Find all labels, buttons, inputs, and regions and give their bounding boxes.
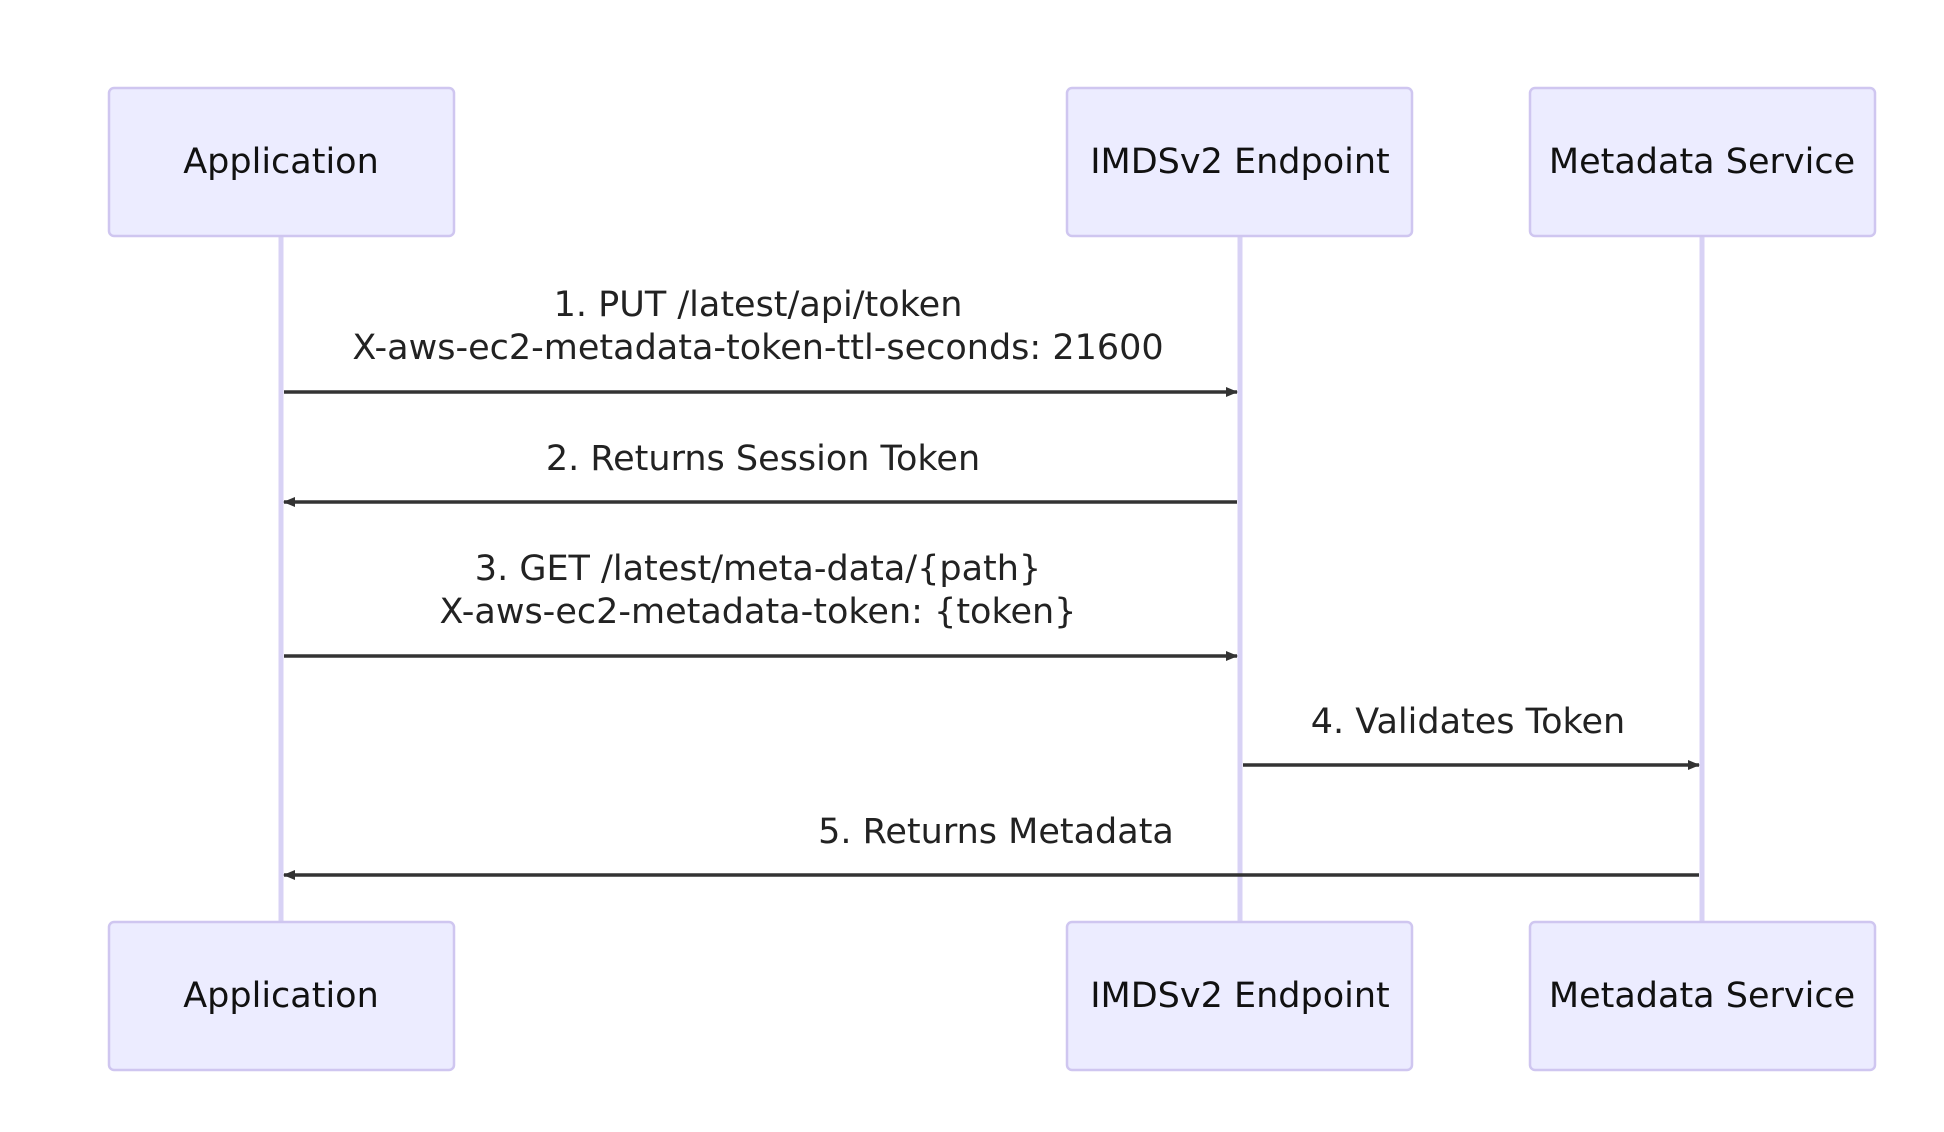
message-label-line: 1. PUT /latest/api/token [554, 285, 963, 325]
actor-application-bottom: Application [107, 920, 456, 1072]
message-label-line: 3. GET /latest/meta-data/{path} [475, 549, 1041, 589]
message-label-line: 4. Validates Token [1311, 702, 1626, 742]
message-label-line: X-aws-ec2-metadata-token-ttl-seconds: 21… [352, 328, 1163, 368]
actor-label: IMDSv2 Endpoint [1090, 976, 1390, 1016]
message-3-get-metadata: 3. GET /latest/meta-data/{path} X-aws-ec… [284, 549, 1238, 661]
actor-label: Metadata Service [1549, 976, 1855, 1016]
actor-application-top: Application [107, 86, 456, 238]
message-2-returns-session-token: 2. Returns Session Token [283, 439, 1237, 507]
message-5-returns-metadata: 5. Returns Metadata [283, 812, 1699, 880]
actor-label: Application [183, 142, 379, 182]
actor-imdsv2-endpoint-top: IMDSv2 Endpoint [1065, 86, 1414, 238]
actor-label: Metadata Service [1549, 142, 1855, 182]
message-label-line: 2. Returns Session Token [546, 439, 980, 479]
actor-label: IMDSv2 Endpoint [1090, 142, 1390, 182]
message-4-validates-token: 4. Validates Token [1243, 702, 1700, 770]
message-label-line: 5. Returns Metadata [818, 812, 1174, 852]
actor-imdsv2-endpoint-bottom: IMDSv2 Endpoint [1065, 920, 1414, 1072]
message-label-line: X-aws-ec2-metadata-token: {token} [440, 592, 1077, 632]
actor-metadata-service-top: Metadata Service [1528, 86, 1877, 238]
actor-label: Application [183, 976, 379, 1016]
message-1-put-token: 1. PUT /latest/api/token X-aws-ec2-metad… [284, 285, 1238, 397]
actor-metadata-service-bottom: Metadata Service [1528, 920, 1877, 1072]
